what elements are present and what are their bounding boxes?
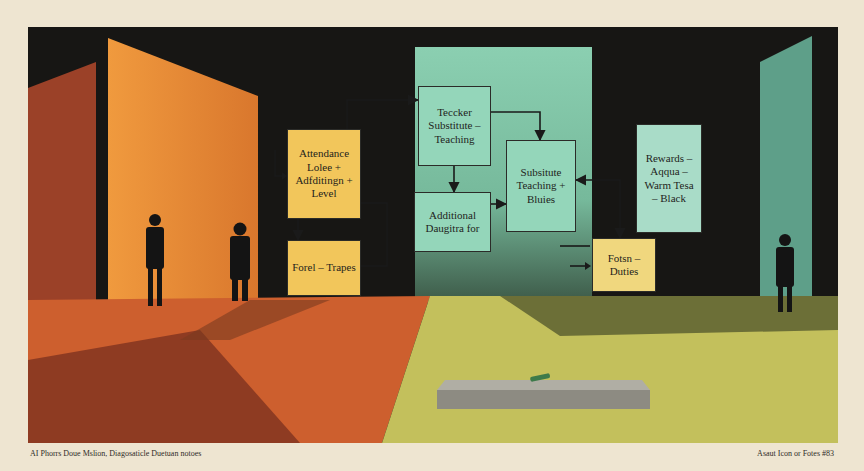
stub-line bbox=[560, 245, 590, 247]
footer-note: AI Phorrs Doue Mslion, Diagosaticle Duet… bbox=[30, 449, 201, 458]
slab bbox=[437, 390, 650, 409]
connector-arrow bbox=[491, 112, 540, 140]
teal-panel bbox=[415, 47, 592, 302]
box-text: Subsitute Teaching + Bluies bbox=[511, 166, 571, 206]
connector-arrow bbox=[576, 180, 620, 238]
connector-arrow bbox=[361, 203, 387, 266]
figure-shadow bbox=[180, 300, 330, 340]
process-box: Forel – Trapes bbox=[287, 240, 361, 296]
floor-shadow bbox=[28, 330, 300, 443]
connector-arrow bbox=[453, 166, 455, 192]
box-text: Additional Daugitra for bbox=[419, 209, 486, 236]
process-box: Rewards – Aqqua – Warm Tesa – Black bbox=[636, 124, 702, 233]
process-box: Fotsn – Duties bbox=[592, 238, 656, 292]
process-box: Subsitute Teaching + Bluies bbox=[506, 140, 576, 232]
box-text: Teccker Substitute – Teaching bbox=[423, 106, 486, 146]
floor-left bbox=[28, 296, 430, 443]
connector-arrow bbox=[491, 203, 506, 205]
slab-top bbox=[437, 380, 650, 390]
box-text: Attendance Lolee + Adfditingn + Level bbox=[292, 147, 356, 201]
box-text: Rewards – Aqqua – Warm Tesa – Black bbox=[641, 152, 697, 206]
left-wall bbox=[28, 62, 96, 332]
process-box: Attendance Lolee + Adfditingn + Level bbox=[287, 129, 361, 219]
stub-arrow-head bbox=[585, 262, 591, 270]
side-lead bbox=[275, 150, 285, 176]
stub-arrow bbox=[570, 265, 586, 267]
process-box: Additional Daugitra for bbox=[414, 192, 491, 252]
box-text: Fotsn – Duties bbox=[597, 252, 651, 279]
figure-middle bbox=[230, 223, 250, 302]
chalk bbox=[530, 373, 551, 382]
backdrop bbox=[28, 27, 838, 443]
connector-arrow bbox=[347, 100, 418, 129]
process-box: Teccker Substitute – Teaching bbox=[418, 86, 491, 166]
figure-left bbox=[146, 214, 164, 306]
footer-note: Asaut Icon or Fotes #83 bbox=[757, 449, 834, 458]
floor-right bbox=[382, 296, 838, 443]
connector-arrow bbox=[297, 219, 299, 240]
figure-right bbox=[776, 234, 794, 312]
right-wall bbox=[760, 36, 812, 312]
box-text: Forel – Trapes bbox=[292, 261, 356, 274]
orange-wall bbox=[108, 38, 258, 300]
